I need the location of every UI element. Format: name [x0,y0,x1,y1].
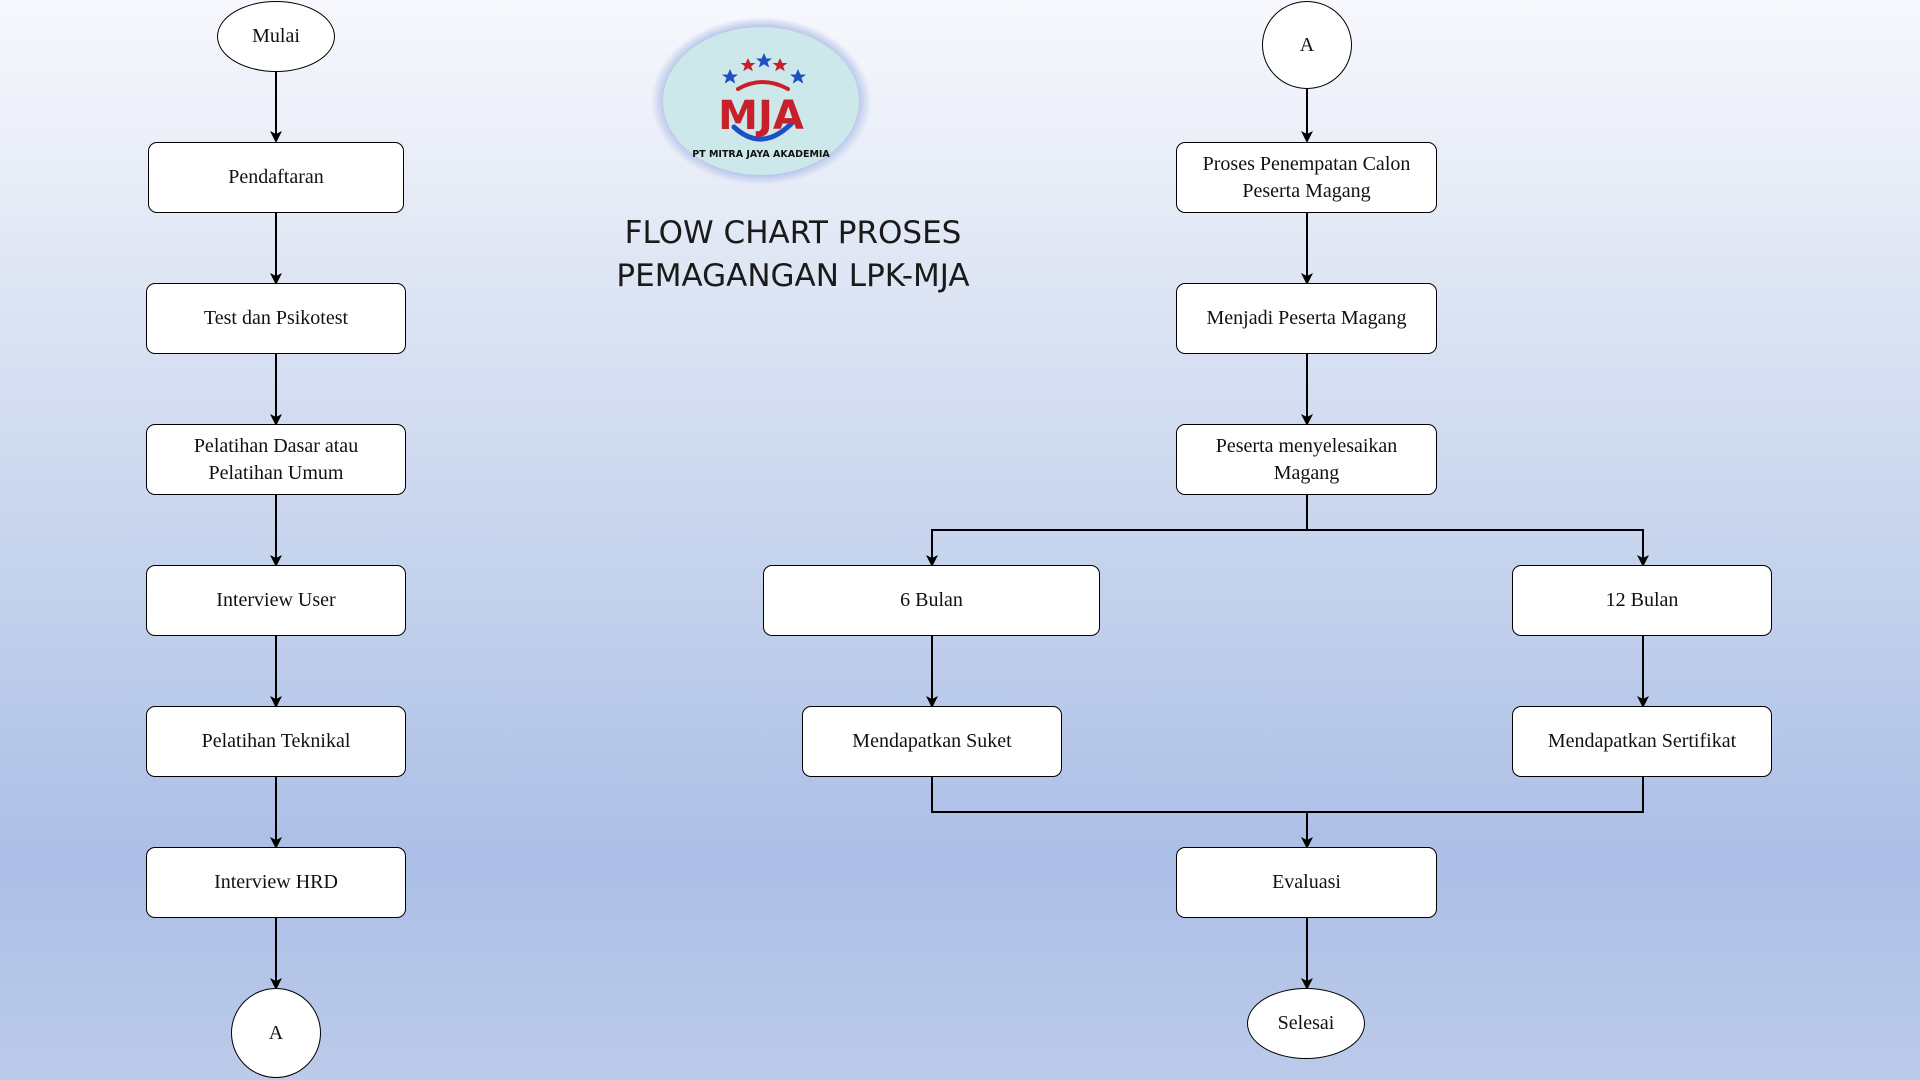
branch-6-bulan-label: 6 Bulan [900,589,963,611]
branch-12-bulan: 12 Bulan [1512,565,1772,636]
step-menjadi-peserta-label: Menjadi Peserta Magang [1206,307,1407,329]
arrow-to-6-bulan [926,529,1307,567]
step-penempatan-line-2: Peserta Magang [1242,179,1371,202]
step-penempatan-line-1: Proses Penempatan Calon [1202,152,1411,175]
step-menyelesaikan-line-2: Magang [1273,461,1340,484]
connector-out-label: A [268,1021,284,1044]
logo-company-name: PT MITRA JAYA AKADEMIA [692,149,830,160]
stars-icon [722,53,806,84]
title-line-1: FLOW CHART PROSES [624,215,962,251]
start-terminal: Mulai [217,1,335,72]
company-logo: MJA PT MITRA JAYA AKADEMIA [650,15,872,185]
step-menjadi-peserta: Menjadi Peserta Magang [1176,283,1437,354]
step-pendaftaran: Pendaftaran [148,142,404,213]
step-evaluasi: Evaluasi [1176,847,1437,918]
page-title: FLOW CHART PROSES PEMAGANGAN LPK-MJA [560,212,1026,299]
step-pelatihan-teknikal: Pelatihan Teknikal [146,706,406,777]
merge-line [931,777,1644,813]
step-evaluasi-label: Evaluasi [1272,871,1341,893]
arrow-to-12-bulan [1307,529,1649,567]
offpage-connector-in: A [1262,1,1352,89]
step-menyelesaikan-line-1: Peserta menyelesaikan [1215,434,1398,457]
end-terminal: Selesai [1247,988,1365,1059]
step-interview-hrd-label: Interview HRD [214,871,338,893]
step-test-label: Test dan Psikotest [203,307,349,329]
logo-monogram: MJA [718,93,804,139]
result-suket: Mendapatkan Suket [802,706,1062,777]
step-pelatihan-dasar-line-2: Pelatihan Umum [208,461,344,484]
title-line-2: PEMAGANGAN LPK-MJA [616,258,970,295]
offpage-connector-out: A [231,988,321,1078]
connector-in-label: A [1299,33,1315,56]
step-pelatihan-dasar: Pelatihan Dasar atau Pelatihan Umum [146,424,406,495]
step-pendaftaran-label: Pendaftaran [228,166,324,188]
start-label: Mulai [252,25,300,47]
step-interview-user-label: Interview User [216,589,336,611]
step-pelatihan-dasar-line-1: Pelatihan Dasar atau [193,434,359,457]
step-interview-user: Interview User [146,565,406,636]
result-sertifikat-label: Mendapatkan Sertifikat [1547,730,1737,752]
end-label: Selesai [1277,1012,1335,1034]
result-sertifikat: Mendapatkan Sertifikat [1512,706,1772,777]
step-pelatihan-teknikal-label: Pelatihan Teknikal [201,730,351,752]
branch-12-bulan-label: 12 Bulan [1605,589,1679,611]
step-test-psikotest: Test dan Psikotest [146,283,406,354]
step-menyelesaikan-magang: Peserta menyelesaikan Magang [1176,424,1437,495]
step-proses-penempatan: Proses Penempatan Calon Peserta Magang [1176,142,1437,213]
branch-6-bulan: 6 Bulan [763,565,1100,636]
step-interview-hrd: Interview HRD [146,847,406,918]
logo-badge: MJA PT MITRA JAYA AKADEMIA [651,17,871,185]
result-suket-label: Mendapatkan Suket [852,730,1012,752]
